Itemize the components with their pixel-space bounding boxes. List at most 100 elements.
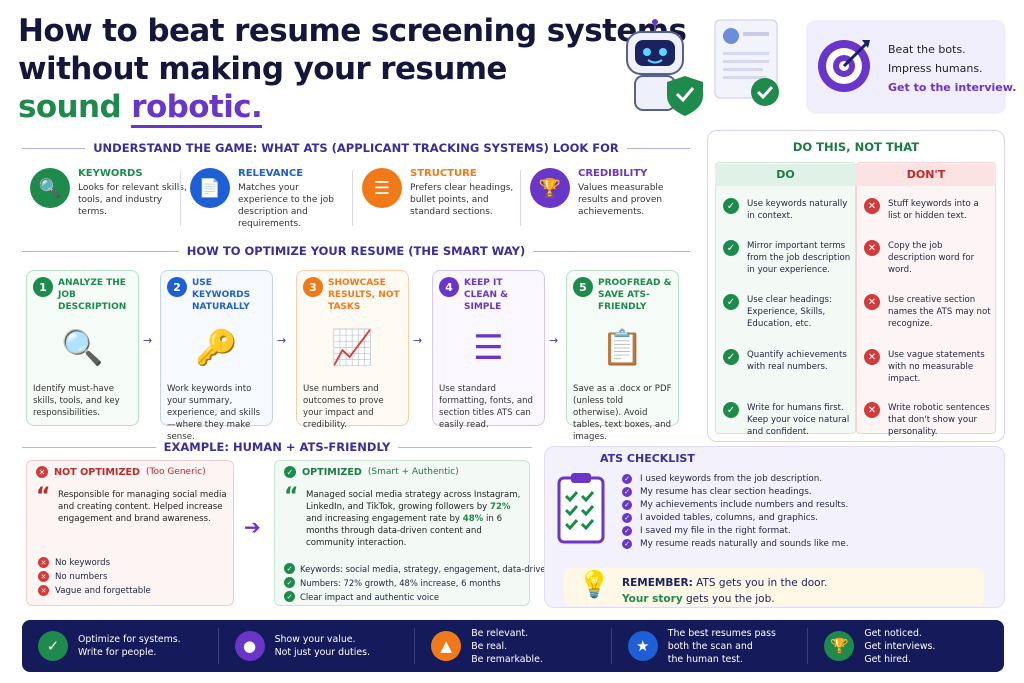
shield-check-icon: ✓ [38, 631, 68, 661]
x-icon: ✕ [864, 240, 880, 256]
document-icon: 📄 [190, 168, 230, 208]
check-icon: ✓ [723, 294, 739, 310]
page-title: How to beat resume screening systems wit… [18, 12, 687, 128]
do-item: ✓Write for humans first. Keep your voice… [723, 402, 851, 438]
document-check-icon: 📋 [601, 328, 644, 368]
tagline-3: Get to the interview. [888, 81, 1017, 94]
arrow-icon: → [277, 334, 287, 347]
arrow-icon: → [143, 334, 153, 347]
check-icon: ✓ [622, 474, 632, 484]
title-line2: without making your resume [18, 51, 507, 87]
chart-icon: ▲ [431, 631, 462, 661]
x-icon: ✕ [38, 585, 49, 596]
quote-icon: “ [284, 484, 299, 509]
target-icon [816, 34, 876, 94]
dont-item: ✕Use vague statements with no measurable… [864, 349, 992, 385]
footer-item: ▲Be relevant.Be real.Be remarkable. [415, 628, 612, 665]
not-optimized-card [26, 460, 234, 606]
footer-item: 🏆Get noticed.Get interviews.Get hired. [808, 628, 1004, 665]
arrow-right-icon: ➔ [244, 515, 261, 539]
x-icon: ✕ [38, 571, 49, 582]
do-item: ✓Use clear headings: Experience, Skills,… [723, 294, 851, 330]
check-icon: ✓ [284, 466, 296, 478]
check-icon: ✓ [284, 591, 295, 602]
trophy-icon: 🏆 [530, 168, 570, 208]
check-icon: ✓ [622, 487, 632, 497]
check-icon: ✓ [723, 349, 739, 365]
footer-item: ●Show your value.Not just your duties. [219, 628, 416, 664]
not-optimized-header: ✕ NOT OPTIMIZED (Too Generic) [36, 466, 206, 478]
robot-illustration [615, 18, 790, 118]
check-icon: ✓ [622, 513, 632, 523]
clipboard-icon [556, 472, 606, 544]
do-item: ✓Use keywords naturally in context. [723, 198, 851, 222]
checklist-icon: ☰ [362, 168, 402, 208]
checklist-heading: ATS CHECKLIST [600, 452, 695, 465]
footer-item: ✓Optimize for systems.Write for people. [22, 628, 219, 664]
dont-item: ✕Write robotic sentences that don't show… [864, 402, 992, 438]
title-line1: How to beat resume screening systems [18, 13, 687, 49]
x-icon: ✕ [36, 466, 48, 478]
check-icon: ✓ [723, 402, 739, 418]
footer-bar: ✓Optimize for systems.Write for people. … [22, 620, 1004, 672]
key-icon: 🔑 [195, 328, 238, 368]
do-label: DO [715, 164, 856, 186]
dont-item: ✕Use creative section names the ATS may … [864, 294, 992, 330]
check-icon: ✓ [284, 577, 295, 588]
x-icon: ✕ [864, 294, 880, 310]
arrow-icon: → [549, 334, 559, 347]
x-icon: ✕ [864, 198, 880, 214]
quote-icon: “ [36, 484, 51, 509]
check-icon: ✓ [284, 563, 295, 574]
optimized-header: ✓ OPTIMIZED (Smart + Authentic) [284, 466, 459, 478]
optimized-card [274, 460, 530, 606]
do-this-heading: DO THIS, NOT THAT [792, 140, 920, 154]
good-quote: Managed social media strategy across Ins… [306, 490, 521, 548]
check-icon: ✓ [723, 198, 739, 214]
trophy-icon: 🏆 [824, 631, 855, 661]
checklist-items: ✓I used keywords from the job descriptio… [622, 474, 849, 552]
x-icon: ✕ [864, 349, 880, 365]
check-icon: ✓ [622, 500, 632, 510]
x-icon: ✕ [38, 557, 49, 568]
do-item: ✓Quantify achievements with real numbers… [723, 349, 851, 373]
people-icon: ● [234, 631, 265, 661]
example-heading: EXAMPLE: HUMAN + ATS-FRIENDLY [22, 440, 532, 454]
dont-item: ✕Stuff keywords into a list or hidden te… [864, 198, 992, 222]
bad-quote: Responsible for managing social media an… [58, 490, 227, 524]
x-icon: ✕ [864, 402, 880, 418]
lightbulb-icon: 💡 [578, 570, 611, 600]
magnify-document-icon: 🔍 [61, 328, 104, 368]
remember-text: REMEMBER: ATS gets you in the door. Your… [622, 577, 828, 605]
lines-check-icon: ☰ [473, 328, 504, 368]
check-icon: ✓ [622, 539, 632, 549]
dont-item: ✕Copy the job description word for word. [864, 240, 992, 276]
check-icon: ✓ [622, 526, 632, 536]
understand-heading: UNDERSTAND THE GAME: WHAT ATS (APPLICANT… [22, 141, 690, 155]
optimize-heading: HOW TO OPTIMIZE YOUR RESUME (THE SMART W… [22, 244, 690, 258]
do-item: ✓Mirror important terms from the job des… [723, 240, 851, 276]
remember-box [564, 568, 984, 606]
search-icon: 🔍 [30, 168, 70, 208]
dont-label: DON'T [856, 164, 996, 186]
tagline-2: Impress humans. [888, 62, 983, 75]
bar-chart-icon: 📈 [331, 328, 374, 368]
title-line3b: robotic. [131, 89, 263, 128]
good-points: ✓Keywords: social media, strategy, engag… [284, 563, 551, 602]
star-icon: ★ [627, 631, 658, 661]
check-icon: ✓ [723, 240, 739, 256]
title-line3a: sound [18, 89, 122, 125]
arrow-icon: → [413, 334, 423, 347]
bad-points: ✕No keywords ✕No numbers ✕Vague and forg… [38, 557, 151, 596]
tagline-1: Beat the bots. [888, 43, 966, 56]
